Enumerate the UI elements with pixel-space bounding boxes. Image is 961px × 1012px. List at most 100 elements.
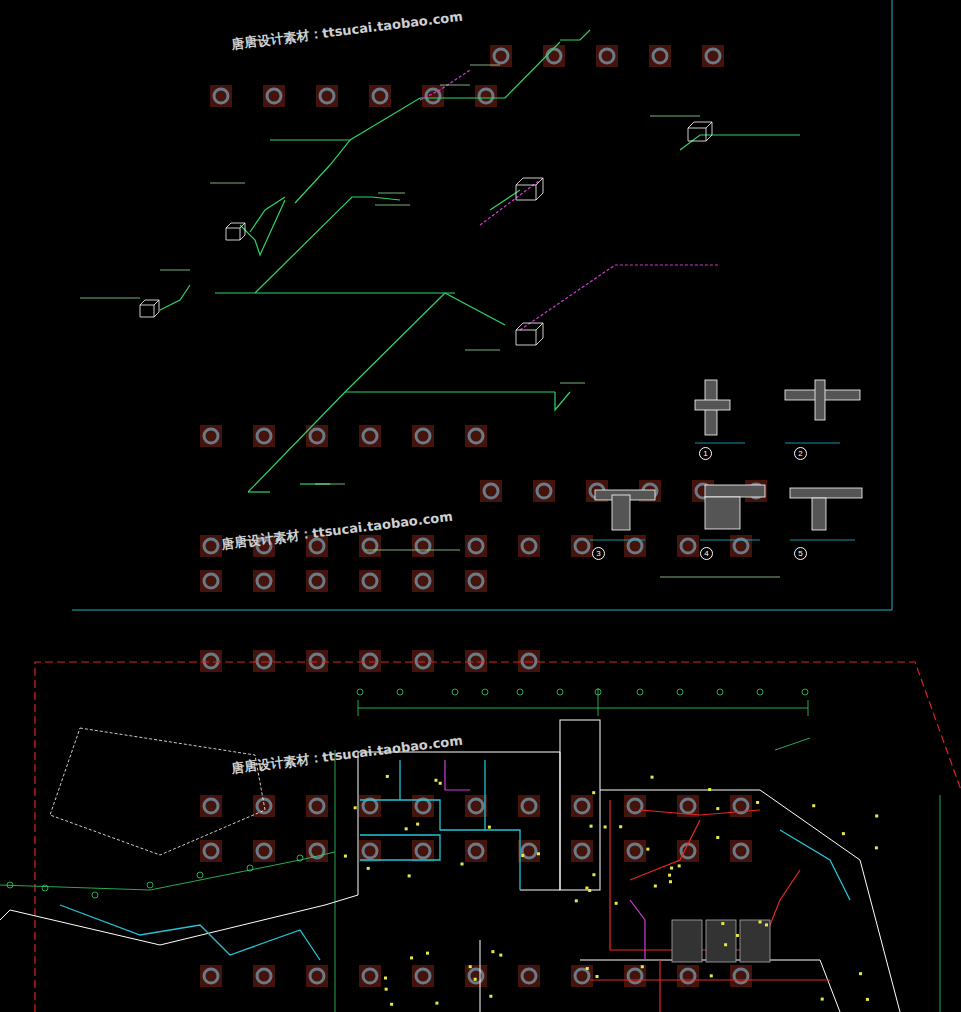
watermark-logo [465, 425, 487, 447]
callout-number: 5 [794, 547, 807, 560]
axis-bubble [757, 689, 763, 695]
watermark-logo [426, 89, 440, 103]
watermark-logo [200, 795, 222, 817]
plan-dot [604, 825, 607, 828]
plan-dot [489, 995, 492, 998]
watermark-logo [469, 969, 483, 983]
watermark-logo [571, 795, 593, 817]
axis-bubble [42, 885, 48, 891]
plan-dot [586, 967, 589, 970]
plan-dot [410, 956, 413, 959]
watermark-logos [200, 45, 767, 987]
watermark-logo [469, 799, 483, 813]
watermark-logo [416, 574, 430, 588]
watermark-logo [416, 539, 430, 553]
plan-dot [875, 846, 878, 849]
plan-dot [537, 852, 540, 855]
plan-dot [385, 988, 388, 991]
watermark-logo [373, 89, 387, 103]
watermark-logo [200, 965, 222, 987]
plan-dot [651, 776, 654, 779]
plan-dot [390, 1003, 393, 1006]
watermark-logo [306, 965, 328, 987]
watermark-logo [359, 570, 381, 592]
watermark-logo [200, 840, 222, 862]
plan-dot [585, 887, 588, 890]
watermark-logo [253, 570, 275, 592]
axis-bubble [517, 689, 523, 695]
axis-bubble [297, 855, 303, 861]
plan-dot [474, 978, 477, 981]
plan-dot [469, 965, 472, 968]
watermark-logo [320, 89, 334, 103]
watermark-logo [210, 85, 232, 107]
watermark-logo [363, 654, 377, 668]
watermark-logo [479, 89, 493, 103]
watermark-logo [522, 539, 536, 553]
watermark-logo [730, 795, 752, 817]
watermark-logo [363, 539, 377, 553]
watermark-logo [480, 480, 502, 502]
plan-dot [668, 874, 671, 877]
watermark-logo [677, 965, 699, 987]
watermark-logo [628, 799, 642, 813]
plan-dot [367, 867, 370, 870]
plan-dot [866, 998, 869, 1001]
axis-bubble [557, 689, 563, 695]
watermark-logo [681, 799, 695, 813]
watermark-logo [730, 840, 752, 862]
watermark-logo [267, 89, 281, 103]
axis-bubble [92, 892, 98, 898]
watermark-logo [628, 844, 642, 858]
watermark-logo [469, 574, 483, 588]
watermark-logo [734, 844, 748, 858]
axis-bubble [717, 689, 723, 695]
plan-dot [575, 899, 578, 902]
watermark-logo [412, 840, 434, 862]
watermark-logo [204, 799, 218, 813]
watermark-logo [624, 795, 646, 817]
watermark-logo [571, 535, 593, 557]
watermark-logo [465, 535, 487, 557]
plan-dot [736, 934, 739, 937]
watermark-logo [624, 535, 646, 557]
watermark-logo [702, 45, 724, 67]
plan-dot [641, 965, 644, 968]
watermark-logo [204, 969, 218, 983]
watermark-logo [600, 49, 614, 63]
watermark-logo [469, 429, 483, 443]
watermark-logo [734, 969, 748, 983]
watermark-logo [416, 844, 430, 858]
watermark-logo [706, 49, 720, 63]
watermark-logo [533, 480, 555, 502]
watermark-logo [412, 535, 434, 557]
watermark-logo [257, 429, 271, 443]
watermark-logo [359, 650, 381, 672]
watermark-logo [547, 49, 561, 63]
watermark-logo [214, 89, 228, 103]
plan-dot [588, 889, 591, 892]
plan-dot [435, 1002, 438, 1005]
plan-dot [426, 952, 429, 955]
axis-bubble [595, 689, 601, 695]
watermark-logo [465, 650, 487, 672]
plan-dot [678, 864, 681, 867]
plan-dot [499, 954, 502, 957]
watermark-logo [649, 45, 671, 67]
watermark-logo [490, 45, 512, 67]
watermark-logo [359, 425, 381, 447]
watermark-logo [575, 844, 589, 858]
watermark-logo [494, 49, 508, 63]
watermark-logo [469, 844, 483, 858]
callout-number: 2 [794, 447, 807, 460]
watermark-logo [253, 965, 275, 987]
watermark-logo [416, 654, 430, 668]
plan-dot [765, 923, 768, 926]
watermark-logo [518, 650, 540, 672]
watermark: 唐唐设计素材：ttsucai.taobao.com [231, 8, 464, 54]
callout-number: 3 [592, 547, 605, 560]
plan-dot [716, 807, 719, 810]
watermark-logo [359, 795, 381, 817]
